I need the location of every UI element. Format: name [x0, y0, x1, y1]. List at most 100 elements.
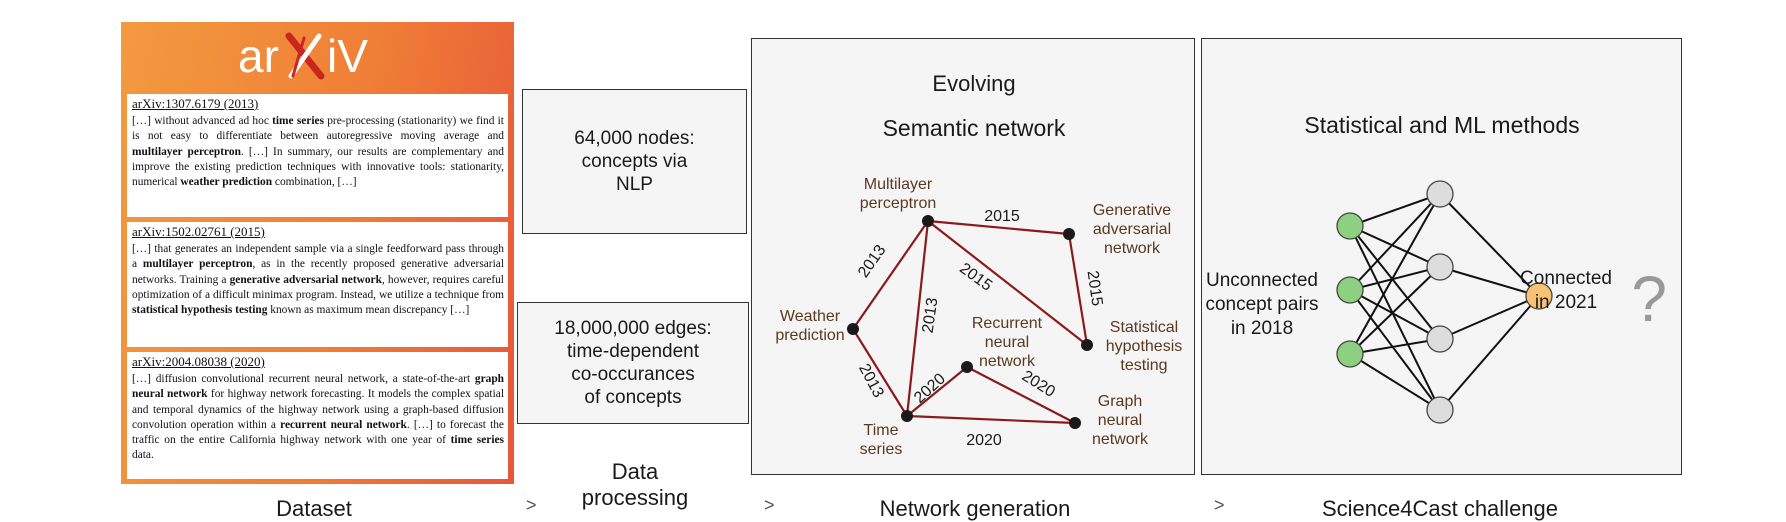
abstract-text-segment: […] that generates an independent sample…	[132, 243, 504, 271]
node-label-rnn: Recurrent	[972, 315, 1043, 332]
network-node-stat	[1081, 339, 1093, 351]
network-edge-weather-time	[852, 328, 908, 417]
abstract-text-segment: data.	[132, 449, 154, 462]
neural-network-diagram: Statistical and ML methods Unconnected c…	[1205, 112, 1667, 424]
network-node-rnn	[961, 361, 973, 373]
network-edges	[852, 219, 1089, 425]
paper-excerpt-3: arXiv:2004.08038 (2020) […] diffusion co…	[127, 352, 508, 479]
network-node-gan	[1063, 228, 1075, 240]
abstract-text-segment: pre-processing (stationarity) we find it…	[132, 115, 504, 143]
network-node-gnn	[1069, 417, 1081, 429]
node-label-gnn: neural	[1098, 412, 1142, 429]
node-label-weather: Weather	[780, 308, 841, 325]
paper-id-1[interactable]: arXiv:1307.6179 (2013)	[132, 96, 259, 111]
nn-hidden-neuron	[1426, 180, 1454, 208]
nn-connection	[1349, 266, 1441, 291]
edge-year-label: 2013	[920, 296, 942, 334]
edge-year-label: 2013	[855, 242, 889, 281]
edge-year-label: 2020	[911, 370, 949, 407]
keyword-highlight: statistical hypothesis testing	[132, 304, 268, 317]
node-label-time: Time	[864, 422, 899, 439]
keyword-highlight: graph neural network	[132, 373, 504, 401]
network-title-line1: Evolving	[932, 71, 1015, 96]
node-label-mlp: perceptron	[860, 195, 937, 212]
ml-methods-panel: Statistical and ML methods Unconnected c…	[1201, 38, 1682, 475]
node-label-gnn: network	[1092, 431, 1149, 448]
nn-connection	[1349, 193, 1441, 355]
stage-label-science4cast: Science4Cast challenge	[1321, 496, 1559, 521]
node-label-stat: hypothesis	[1106, 338, 1183, 355]
unconnected-label-line2: concept pairs	[1205, 294, 1318, 315]
stage-label-network-generation: Network generation	[879, 496, 1071, 521]
abstract-text-segment: , however, requires careful optimization…	[132, 273, 504, 301]
node-label-mlp: Multilayer	[864, 176, 933, 193]
edges-info-box: 18,000,000 edges: time-dependent co-occu…	[517, 302, 749, 424]
stage-arrow-3: >	[1214, 495, 1225, 515]
keyword-highlight: multilayer perceptron	[132, 145, 241, 158]
abstract-text-segment: […] diffusion convolutional recurrent ne…	[132, 373, 475, 386]
arxiv-logo-text-right: iV	[327, 30, 368, 80]
nn-connection	[1349, 193, 1441, 291]
nn-neurons	[1336, 180, 1553, 424]
paper-id-2[interactable]: arXiv:1502.02761 (2015)	[132, 224, 265, 239]
nn-connection	[1439, 266, 1540, 297]
network-node-time	[901, 410, 913, 422]
nodes-info-box: 64,000 nodes: concepts via NLP	[522, 89, 747, 234]
edge-year-label: 2015	[984, 208, 1020, 225]
nn-connections	[1349, 193, 1540, 411]
nn-hidden-neuron	[1426, 396, 1454, 424]
network-edge-mlp-gan	[927, 219, 1070, 236]
network-edge-rnn-gnn	[966, 366, 1076, 424]
network-edge-time-gnn	[906, 414, 1076, 425]
nn-output-neuron	[1525, 282, 1553, 310]
abstract-text-segment: combination, […]	[272, 176, 357, 189]
unconnected-label-line3: in 2018	[1231, 318, 1293, 339]
node-label-gnn: Graph	[1098, 393, 1142, 410]
network-nodes	[847, 215, 1093, 429]
nn-hidden-neuron	[1426, 325, 1454, 353]
node-label-rnn: network	[979, 353, 1036, 370]
network-edge-time-rnn	[906, 366, 968, 417]
nn-input-neuron	[1336, 212, 1364, 240]
nn-connection	[1439, 295, 1540, 411]
edge-year-label: 2013	[855, 361, 887, 400]
unconnected-label-line1: Unconnected	[1206, 270, 1318, 291]
ml-methods-title: Statistical and ML methods	[1304, 112, 1579, 138]
nodes-info-text: 64,000 nodes: concepts via NLP	[574, 128, 695, 195]
node-label-gan: adversarial	[1093, 221, 1171, 238]
node-label-stat: Statistical	[1110, 319, 1178, 336]
network-edge-gan-stat	[1067, 233, 1089, 346]
abstract-text-segment: known as maximum mean discrepancy […]	[267, 304, 470, 317]
node-label-time: series	[860, 441, 903, 458]
abstract-text-segment: , as in the recently proposed generative…	[132, 258, 504, 286]
network-edge-mlp-weather	[852, 220, 929, 330]
node-label-rnn: neural	[985, 334, 1029, 351]
paper-abstract-3: […] diffusion convolutional recurrent ne…	[132, 372, 504, 463]
stage-label-data-processing: Data processing	[581, 459, 689, 510]
node-label-gan: Generative	[1093, 202, 1171, 219]
edge-year-label: 2015	[956, 260, 995, 295]
nn-connection	[1349, 353, 1441, 411]
network-node-weather	[847, 323, 859, 335]
edge-year-label: 2015	[1084, 270, 1106, 308]
nn-connection	[1349, 289, 1441, 340]
nn-hidden-neuron	[1426, 253, 1454, 281]
keyword-highlight: weather prediction	[180, 176, 273, 189]
abstract-text-segment: for highway network forecasting. It mode…	[132, 388, 504, 431]
connected-label-line1: Connected	[1520, 268, 1612, 289]
nn-connection	[1439, 193, 1540, 297]
node-label-weather: prediction	[775, 327, 844, 344]
paper-excerpt-1: arXiv:1307.6179 (2013) […] without advan…	[127, 94, 508, 217]
paper-id-3[interactable]: arXiv:2004.08038 (2020)	[132, 354, 265, 369]
nn-connection	[1349, 225, 1441, 411]
nn-connection	[1349, 266, 1441, 355]
abstract-text-segment: . […] In summary, our results are comple…	[132, 145, 504, 189]
keyword-highlight: time series	[272, 115, 325, 128]
arxiv-dataset-panel: ar iV arXiv:1307.6179 (2013) […] without…	[121, 22, 514, 484]
abstract-text-segment: […] without advanced ad hoc	[132, 115, 273, 128]
abstract-text-segment: . […] to forecast the traffic on the ent…	[132, 418, 504, 447]
nn-connection	[1349, 338, 1441, 355]
network-node-labels: Multilayer perceptron Generative adversaria…	[775, 176, 1182, 458]
keyword-highlight: recurrent neural network	[280, 418, 407, 431]
